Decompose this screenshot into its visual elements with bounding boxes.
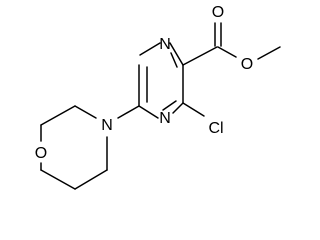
morpholine-bond <box>40 169 76 190</box>
molecule-structure: N N N O Cl O O <box>35 4 281 190</box>
ester-bond <box>217 46 237 58</box>
ring-bond <box>139 42 161 56</box>
atom-n-ring-top: N <box>159 36 171 53</box>
morpholine-attach-bond <box>117 105 140 119</box>
atom-o-morpholine: O <box>35 145 47 162</box>
ring-bond-double <box>170 52 178 68</box>
ester-bond <box>182 46 218 66</box>
atom-n-ring-bottom: N <box>159 110 171 127</box>
ring-bond <box>169 42 184 66</box>
atom-n-morpholine: N <box>101 117 113 134</box>
ring-bond-double <box>162 100 177 111</box>
ring-bond <box>138 105 159 119</box>
ring-bond <box>172 102 184 114</box>
morpholine-bond <box>74 105 97 119</box>
atom-o-carbonyl: O <box>212 4 224 21</box>
morpholine-bond <box>40 105 76 126</box>
morpholine-bond <box>74 169 108 190</box>
atom-cl: Cl <box>208 120 223 137</box>
atom-o-ester: O <box>241 56 253 73</box>
methyl-bond <box>257 46 281 60</box>
chloro-bond <box>182 102 205 117</box>
